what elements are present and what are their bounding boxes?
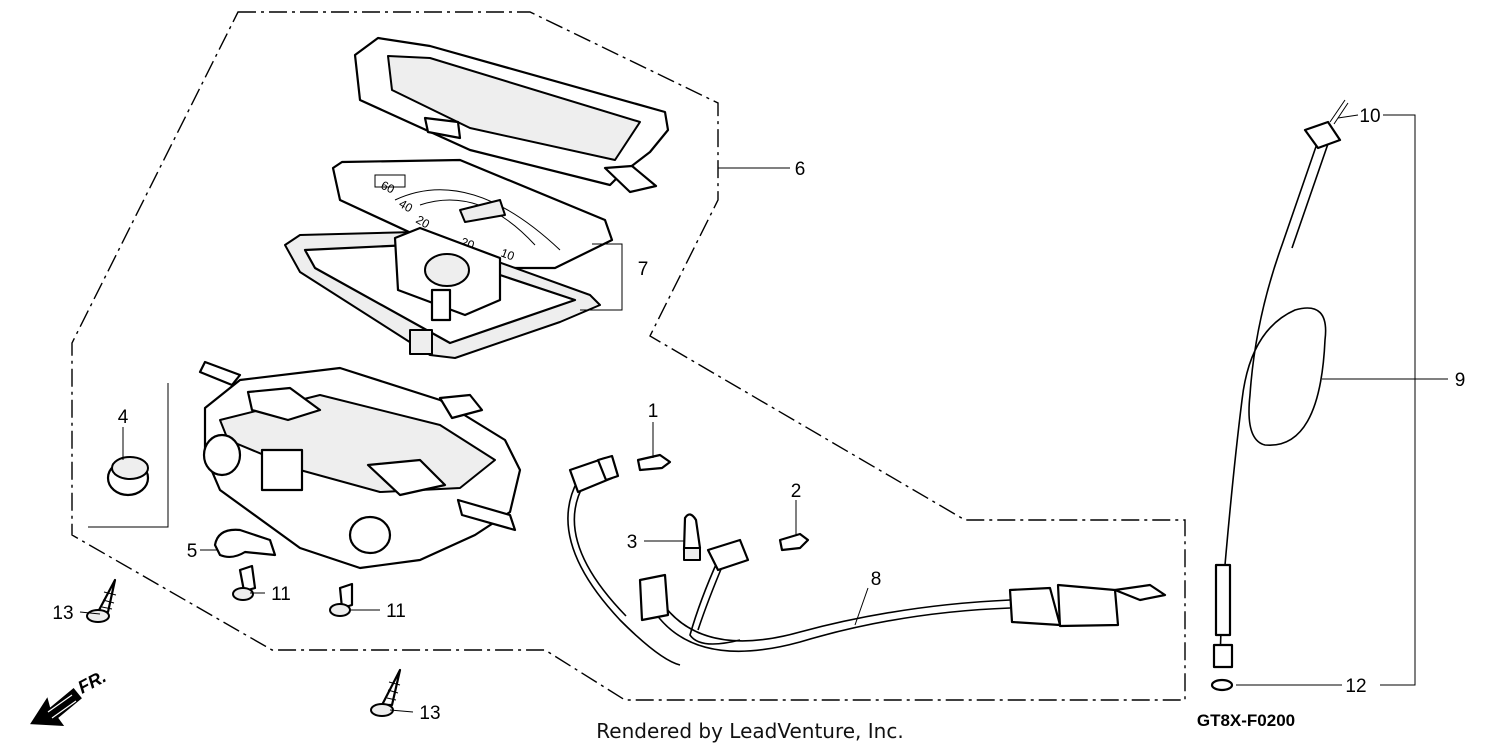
part-4-plug — [106, 456, 150, 497]
part-3-bulb — [682, 513, 702, 561]
front-direction-label: FR. — [74, 666, 109, 697]
callout-9: 9 — [1455, 370, 1466, 391]
leader-10 — [1337, 114, 1359, 119]
meter-case — [198, 360, 522, 570]
svg-text:10: 10 — [499, 246, 517, 264]
part-5-clamp — [213, 528, 277, 559]
part-4-bracket — [88, 383, 169, 528]
callout-6: 6 — [795, 159, 806, 180]
part-9-speedometer-cable — [1212, 99, 1349, 669]
part-7-bracket — [580, 243, 623, 311]
svg-text:20: 20 — [414, 212, 433, 231]
part-11-screw-a — [232, 564, 257, 601]
callout-3: 3 — [627, 532, 638, 553]
part-8-wire-harness — [567, 454, 1167, 666]
part-2-bulb — [778, 532, 810, 552]
callout-10: 10 — [1359, 106, 1380, 127]
callout-4: 4 — [118, 407, 129, 428]
callout-5: 5 — [187, 541, 198, 562]
callout-11a: 11 — [271, 584, 291, 605]
callout-2: 2 — [791, 481, 802, 502]
leader-8 — [854, 587, 869, 626]
part-9-10-12-bracket — [1380, 114, 1416, 686]
part-13-screw-b — [370, 668, 402, 717]
part-7-dial-face: 60 40 20 20 10 — [331, 158, 614, 270]
leader-13a — [79, 611, 101, 615]
callout-1: 1 — [648, 401, 659, 422]
svg-text:40: 40 — [397, 196, 416, 215]
callout-12: 12 — [1345, 676, 1366, 697]
leader-13b — [389, 709, 414, 713]
callout-8: 8 — [871, 569, 882, 590]
footer-credit: Rendered by LeadVenture, Inc. — [596, 719, 903, 743]
callout-11b: 11 — [386, 601, 406, 622]
part-7-gasket — [284, 226, 601, 359]
part-13-screw-a — [86, 578, 117, 623]
part-1-bulb — [636, 453, 672, 472]
part-6-meter-lens — [353, 36, 670, 194]
front-direction-arrow-icon — [30, 687, 82, 727]
part-12-washer — [1210, 678, 1234, 692]
callout-7: 7 — [638, 259, 649, 280]
callout-13b: 13 — [419, 703, 440, 724]
diagram-code: GT8X-F0200 — [1197, 711, 1295, 730]
svg-text:60: 60 — [379, 178, 397, 196]
part-11-screw-b — [329, 582, 354, 617]
callout-13a: 13 — [52, 603, 73, 624]
